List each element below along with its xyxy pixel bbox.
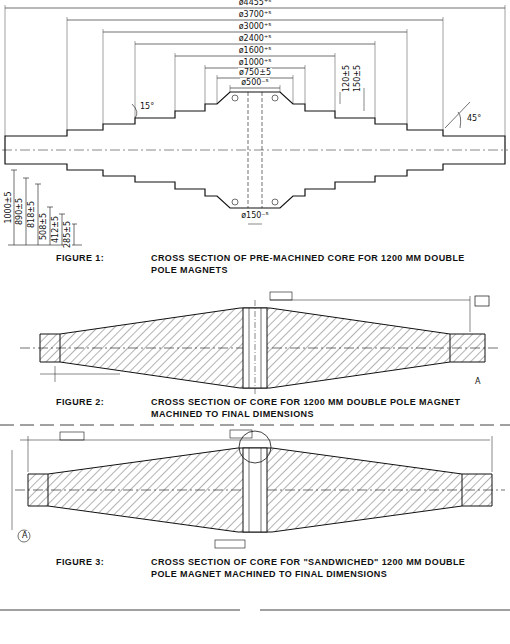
extension-line (335, 53, 336, 111)
figure-caption: CROSS SECTION OF PRE-MACHINED CORE FOR 1… (150, 252, 482, 276)
drawing-stroke (458, 112, 461, 128)
dimension-label: ø4455⁺⁵ (238, 0, 273, 7)
drawing-stroke (35, 184, 41, 185)
drawing-stroke (23, 178, 29, 179)
extension-line (230, 85, 231, 92)
figure-caption: CROSS SECTION OF CORE FOR 1200 MM DOUBLE… (150, 396, 482, 420)
dimension-label: ø3000⁺⁵ (238, 22, 273, 31)
dimension-label: 45° (466, 114, 482, 123)
extension-line (505, 5, 506, 136)
dimension-label: ø1600⁺⁵ (238, 46, 273, 55)
dimension-label: 890±5 (16, 196, 25, 225)
extension-line (205, 65, 206, 104)
extension-line (135, 41, 136, 118)
datum-letter: A (474, 377, 481, 386)
drawing-stroke (11, 170, 17, 171)
dimension-label: 120±5 (343, 63, 352, 92)
extension-line (103, 29, 104, 124)
dimension-line (103, 32, 407, 33)
dimension-line (5, 8, 505, 9)
dimension-label: ø150⁻⁵ (240, 211, 270, 220)
drawing-stroke (248, 224, 262, 225)
final-core (20, 292, 500, 396)
figure-number: FIGURE 3: (55, 556, 105, 568)
extension-line (175, 53, 176, 111)
drawing-stroke (232, 199, 238, 205)
extension-line (280, 85, 281, 92)
dimension-line (230, 88, 280, 89)
pre-machined-core (2, 5, 508, 245)
extension-line (217, 75, 218, 104)
datum-letter: A (21, 531, 28, 540)
dimension-label: 15° (139, 102, 155, 111)
drawing-stroke (248, 92, 249, 208)
extension-line (293, 75, 294, 104)
figure-number: FIGURE 2: (55, 396, 105, 408)
drawing-stroke (2, 150, 508, 151)
dimension-label: 412±5 (52, 214, 61, 243)
drawing-stroke (132, 104, 137, 118)
dimension-label: ø500⁻⁵ (240, 78, 270, 87)
extension-line (443, 17, 444, 130)
drawing-stroke (340, 92, 341, 104)
dimension-label: ø750±5 (238, 68, 272, 77)
extension-line (375, 41, 376, 118)
drawing-stroke (47, 207, 53, 208)
extension-line (305, 65, 306, 104)
dimension-label: 285±5 (64, 219, 73, 248)
extension-line (5, 5, 6, 136)
drawing-stroke (272, 95, 278, 101)
figure-number: FIGURE 1: (55, 252, 105, 264)
dimension-label: 508±5 (40, 211, 49, 240)
dimension-line (135, 44, 375, 45)
dimension-label: ø2400⁺⁵ (238, 34, 273, 43)
extension-line (407, 29, 408, 124)
dimension-label: ø1000⁺⁵ (238, 58, 273, 67)
drawing-stroke (272, 199, 278, 205)
dimension-label: ø3700⁺⁵ (238, 10, 273, 19)
dimension-label: 150±5 (354, 63, 363, 92)
dimension-label: 1000±5 (4, 190, 13, 224)
dimension-line (67, 20, 443, 21)
figure-caption: CROSS SECTION OF CORE FOR "SANDWICHED" 1… (150, 556, 482, 580)
drawing-stroke (364, 88, 365, 111)
sandwiched-core (12, 430, 505, 548)
drawing-stroke (262, 92, 263, 208)
dimension-line (74, 224, 75, 245)
dimension-line (175, 56, 335, 57)
dimension-label: 818±5 (28, 199, 37, 228)
extension-line (67, 17, 68, 130)
drawing-stroke (232, 95, 238, 101)
